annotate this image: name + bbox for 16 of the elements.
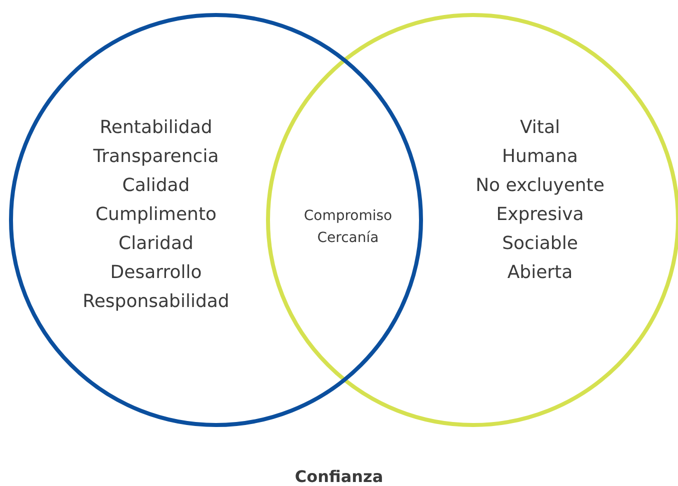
venn-item-text: Humana (502, 145, 578, 169)
venn-item-text: Rentabilidad (100, 116, 212, 140)
venn-item-text: Desarrollo (110, 261, 202, 285)
venn-item-text: Cumplimento (95, 203, 217, 227)
caption: Confianza (294, 467, 384, 486)
venn-item-text: No excluyente (476, 174, 604, 198)
venn-item-text: Abierta (507, 261, 573, 285)
venn-item-text: Compromiso (304, 207, 392, 226)
venn-item-text: Transparencia (93, 145, 219, 169)
venn-item-text: Calidad (122, 174, 190, 198)
venn-item-text: Vital (520, 116, 560, 140)
venn-item-text: Cercanía (317, 229, 379, 248)
venn-item-text: Expresiva (496, 203, 584, 227)
venn-item-text: Sociable (502, 232, 578, 256)
venn-item-text: Claridad (118, 232, 194, 256)
venn-item-text: Responsabilidad (82, 290, 230, 314)
